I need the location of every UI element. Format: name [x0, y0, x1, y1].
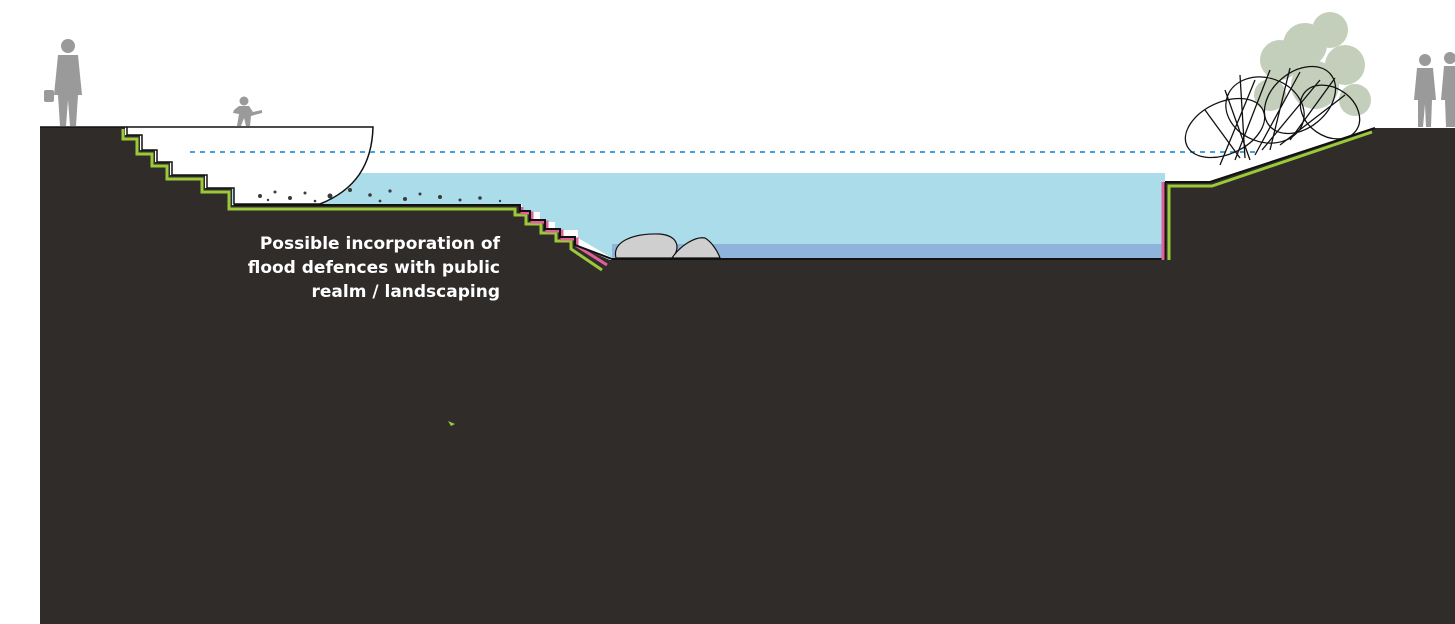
person-silhouette-icon: [1441, 52, 1455, 127]
pink-liner-left: [520, 207, 608, 267]
gravel: [258, 188, 502, 203]
right-bank-outline: [1165, 127, 1376, 183]
annotation-line: flood defences with public: [247, 258, 500, 278]
person-silhouette-icon: [44, 39, 82, 126]
terrace-platform: [126, 126, 374, 205]
boulder-icon: [670, 237, 721, 259]
river-bed-outline: [234, 182, 1166, 260]
ground-section: [40, 127, 1455, 624]
green-fleck: [448, 421, 455, 426]
annotation-flood-defences: Possible incorporation of flood defences…: [180, 232, 500, 304]
river-bed-deep-water: [612, 244, 1165, 258]
river-water: [232, 173, 1165, 258]
shrub-scribble-icon: [1184, 65, 1361, 166]
person-silhouette-icon: [1414, 54, 1436, 127]
annotation-line: Possible incorporation of: [259, 234, 500, 254]
annotation-line: realm / landscaping: [311, 282, 500, 302]
green-liner-left: [121, 129, 603, 272]
tree-silhouette-icon: [1254, 12, 1371, 116]
child-silhouette-icon: [233, 96, 262, 126]
green-liner-right: [1167, 130, 1373, 260]
